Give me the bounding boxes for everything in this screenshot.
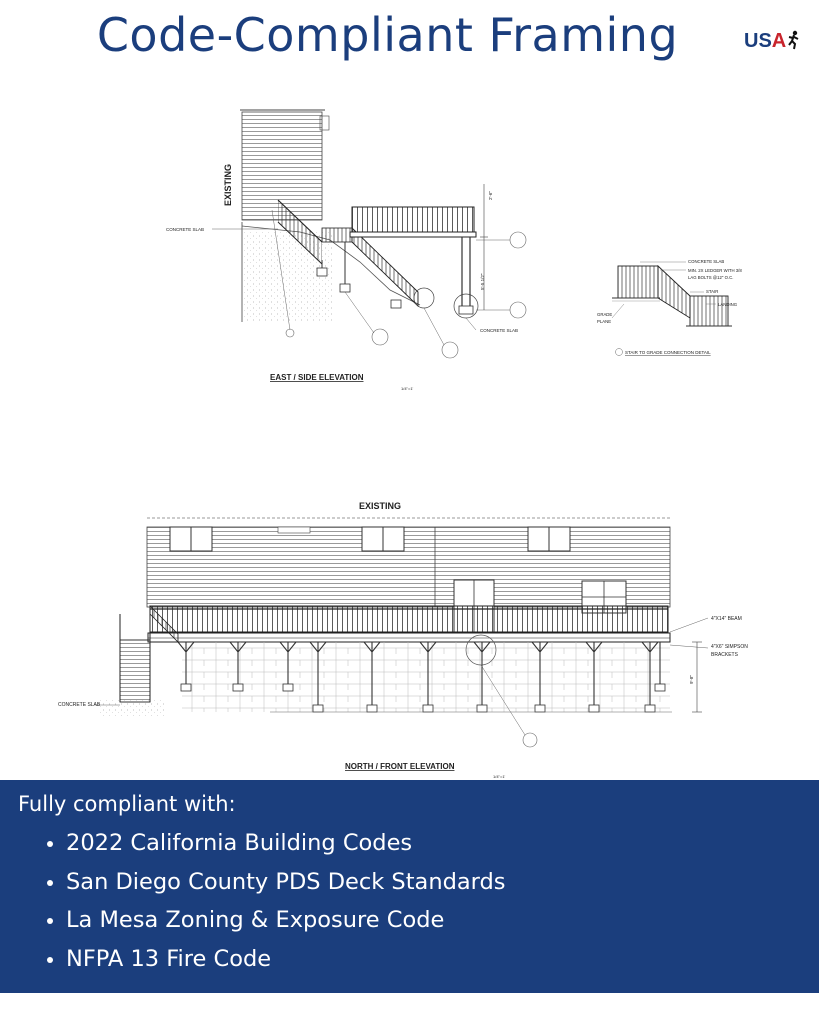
detail-ledger-note-2: LAG BOLTS @12" O.C. — [688, 275, 733, 280]
elevation-drawings: EXISTING CONCRETE SLAB CONCRETE SLAB 2'-… — [58, 109, 748, 779]
logo-letter-s: S — [758, 30, 772, 52]
compliance-item: 2022 California Building Codes — [45, 824, 506, 863]
existing-label-bottom: EXISTING — [359, 501, 401, 511]
east-side-elevation: EXISTING CONCRETE SLAB CONCRETE SLAB 2'-… — [166, 109, 527, 391]
usa-logo: USA — [744, 30, 802, 53]
dimension-upper: 2'-6" — [488, 191, 493, 200]
detail-plane: PLANE — [597, 319, 611, 324]
compliance-panel: Fully compliant with: 2022 California Bu… — [0, 780, 819, 993]
detail-landing: LANDING — [718, 302, 738, 307]
compliance-item: NFPA 13 Fire Code — [45, 940, 506, 979]
detail-caption: STAIR TO GRADE CONNECTION DETAIL — [625, 350, 711, 355]
dimension-lower: 5'-5 1/2" — [480, 273, 485, 290]
north-elevation-caption: NORTH / FRONT ELEVATION — [345, 762, 455, 771]
beam-label: 4"X14" BEAM — [711, 616, 742, 622]
logo-letter-u: U — [744, 30, 759, 52]
north-front-elevation: EXISTING — [58, 501, 748, 779]
bracket-label-2: BRACKETS — [711, 652, 739, 658]
north-elevation-scale: 1/4"=1' — [493, 774, 506, 779]
east-elevation-caption: EAST / SIDE ELEVATION — [270, 373, 364, 382]
front-concrete-slab: CONCRETE SLAB — [58, 702, 101, 708]
compliance-item: La Mesa Zoning & Exposure Code — [45, 901, 506, 940]
stair-detail: CONCRETE SLAB MIN. 2X LEDGER WITH 3/8 LA… — [597, 259, 742, 356]
cyclist-icon — [788, 30, 799, 50]
page-title: Code-Compliant Framing — [96, 8, 679, 62]
concrete-slab-label-left: CONCRETE SLAB — [166, 227, 204, 232]
compliance-heading: Fully compliant with: — [18, 792, 236, 816]
detail-ledger-note-1: MIN. 2X LEDGER WITH 3/8 — [688, 268, 742, 273]
compliance-list: 2022 California Building Codes San Diego… — [45, 824, 506, 978]
front-dimension: 9'-8" — [689, 675, 694, 684]
concrete-slab-label-right: CONCRETE SLAB — [480, 328, 518, 333]
logo-letter-a: A — [771, 30, 787, 52]
east-elevation-scale: 1/4"=1' — [401, 386, 414, 391]
existing-label-top: EXISTING — [223, 164, 233, 206]
detail-concrete-slab: CONCRETE SLAB — [688, 259, 724, 264]
bracket-label-1: 4"X6" SIMPSON — [711, 644, 748, 650]
detail-grade: GRADE — [597, 312, 612, 317]
compliance-item: San Diego County PDS Deck Standards — [45, 863, 506, 902]
detail-stair: STAIR — [706, 289, 718, 294]
